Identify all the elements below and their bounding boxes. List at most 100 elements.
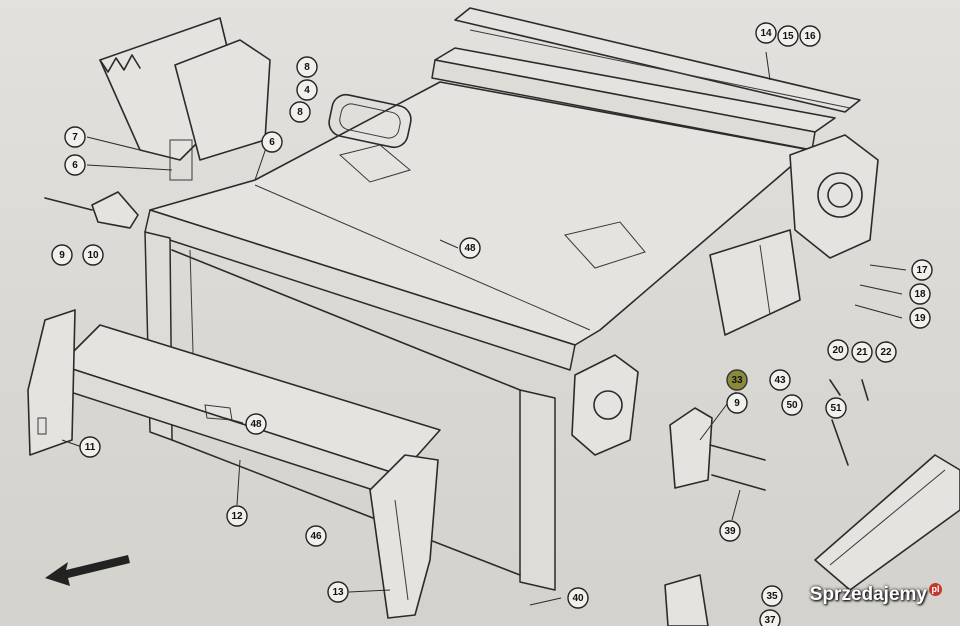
bracket-10: [44, 191, 139, 229]
callout-8: 8: [296, 56, 318, 78]
callout-label: 43: [774, 375, 786, 386]
callout-circle: [79, 436, 101, 458]
callout-label: 16: [804, 31, 816, 42]
callout-label: 46: [310, 531, 322, 542]
clamp-bracket-assembly: [669, 379, 869, 491]
oval-gasket: [328, 93, 412, 149]
callout-circle: [726, 369, 748, 391]
callout-circle: [719, 520, 741, 542]
callout-9: 9: [726, 392, 748, 414]
callout-circle: [51, 244, 73, 266]
callout-label: 8: [297, 107, 303, 118]
callout-circle: [851, 341, 873, 363]
callout-label: 22: [880, 347, 892, 358]
callout-18: 18: [909, 283, 931, 305]
callout-11: 11: [79, 436, 101, 458]
callout-label: 18: [914, 289, 926, 300]
callout-circle: [64, 126, 86, 148]
callout-12: 12: [226, 505, 248, 527]
callout-circle: [289, 101, 311, 123]
callout-label: 50: [786, 400, 798, 411]
callout-circle: [82, 244, 104, 266]
callout-label: 37: [764, 615, 776, 626]
callout-circle: [226, 505, 248, 527]
callout-48: 48: [245, 413, 267, 435]
callout-label: 12: [231, 511, 243, 522]
callout-circle: [261, 131, 283, 153]
callout-label: 19: [914, 313, 926, 324]
callout-14: 14: [755, 22, 777, 44]
callout-label: 20: [832, 345, 844, 356]
callout-circle: [911, 259, 933, 281]
callout-label: 51: [830, 403, 842, 414]
callout-label: 10: [87, 250, 99, 261]
callout-13: 13: [327, 581, 349, 603]
callout-50: 50: [781, 394, 803, 416]
callout-circle: [567, 587, 589, 609]
callout-16: 16: [799, 25, 821, 47]
side-shield: [709, 229, 801, 336]
callout-19: 19: [909, 307, 931, 329]
callout-label: 33: [731, 375, 743, 386]
lower-right-beam: [814, 454, 960, 591]
callout-48: 48: [459, 237, 481, 259]
callout-circle: [327, 581, 349, 603]
callout-label: 21: [856, 347, 868, 358]
callout-15: 15: [777, 25, 799, 47]
callout-label: 9: [59, 250, 65, 261]
callout-circle: [909, 307, 931, 329]
callout-39: 39: [719, 520, 741, 542]
callout-40: 40: [567, 587, 589, 609]
callout-circle: [296, 79, 318, 101]
callout-22: 22: [875, 341, 897, 363]
callout-circle: [296, 56, 318, 78]
callout-label: 48: [250, 419, 262, 430]
callout-circle: [755, 22, 777, 44]
callout-circle: [769, 369, 791, 391]
callout-label: 8: [304, 62, 310, 73]
front-leg-bracket: [369, 454, 439, 619]
callout-label: 39: [724, 526, 736, 537]
callout-20: 20: [827, 339, 849, 361]
callout-label: 17: [916, 265, 928, 276]
callout-label: 11: [85, 442, 96, 453]
callout-label: 6: [72, 160, 78, 171]
callout-46: 46: [305, 525, 327, 547]
callout-label: 13: [332, 587, 344, 598]
callout-label: 15: [782, 31, 794, 42]
callout-circle: [64, 154, 86, 176]
callout-label: 4: [304, 85, 310, 96]
watermark-badge: pl: [929, 582, 942, 596]
callout-label: 14: [760, 28, 772, 39]
callout-circle: [909, 283, 931, 305]
callout-circle: [459, 237, 481, 259]
bottom-plate: [664, 574, 709, 626]
callout-label: 7: [72, 132, 78, 143]
callout-circle: [761, 585, 783, 607]
callout-9: 9: [51, 244, 73, 266]
callout-label: 9: [734, 398, 740, 409]
callout-6: 6: [64, 154, 86, 176]
gearbox-housing: [571, 134, 879, 456]
comb-bracket-assembly: [99, 17, 271, 181]
callout-label: 6: [269, 137, 275, 148]
callout-circle: [305, 525, 327, 547]
callout-43: 43: [769, 369, 791, 391]
callout-circle: [245, 413, 267, 435]
callout-4: 4: [296, 79, 318, 101]
callout-8: 8: [289, 101, 311, 123]
callout-label: 35: [766, 591, 778, 602]
callout-17: 17: [911, 259, 933, 281]
callout-circle: [799, 25, 821, 47]
callout-label: 40: [572, 593, 584, 604]
callout-circle: [827, 339, 849, 361]
callout-51: 51: [825, 397, 847, 419]
callout-37: 37: [759, 609, 781, 626]
callout-circle: [726, 392, 748, 414]
left-support-bracket: [27, 309, 76, 456]
callout-label: 48: [464, 243, 476, 254]
top-rear-beam: [431, 7, 861, 151]
